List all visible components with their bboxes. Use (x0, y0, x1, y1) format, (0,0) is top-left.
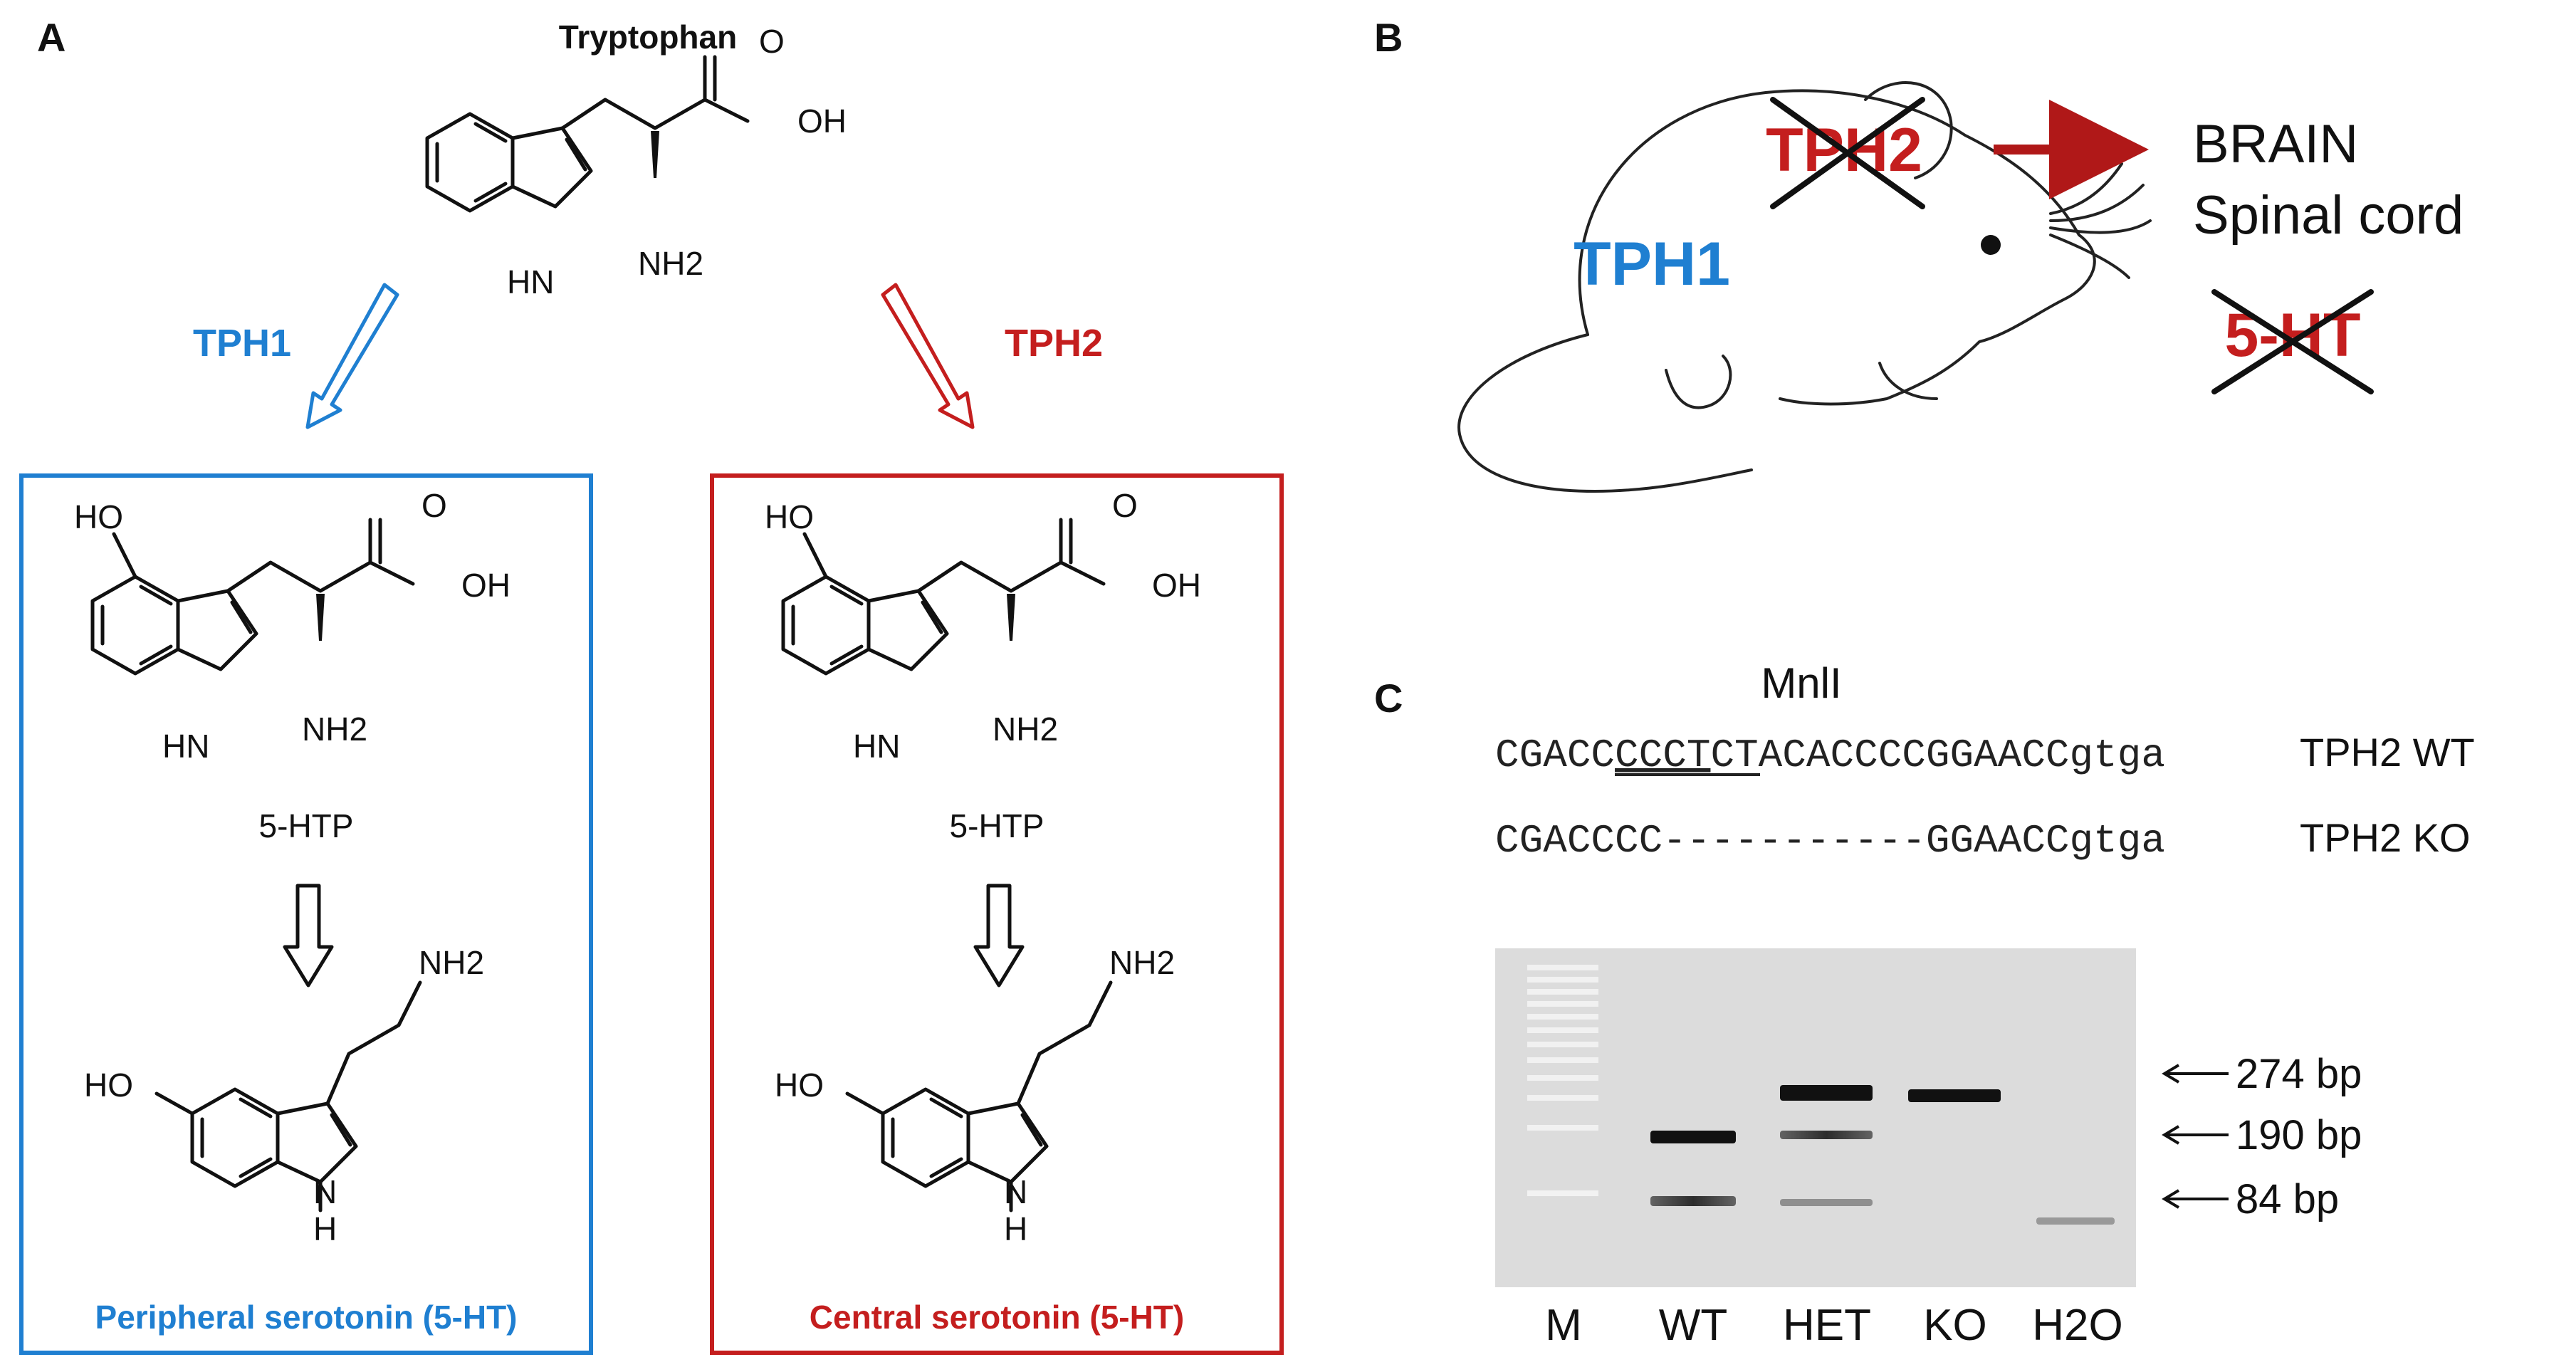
h2o-primer-band (2036, 1217, 2115, 1225)
atom-nh2: NH2 (302, 711, 367, 748)
atom-h: H (313, 1210, 337, 1247)
tph1-mouse-label: TPH1 (1574, 230, 1730, 298)
htp-structure-right (781, 518, 1106, 676)
atom-n: N (1004, 1173, 1027, 1210)
ladder-bands (1527, 965, 1598, 1196)
atom-o: O (422, 487, 447, 524)
central-box (710, 473, 1284, 1355)
htp-structure-left (90, 518, 415, 676)
het-band-274 (1780, 1085, 1873, 1101)
atom-o: O (759, 23, 785, 60)
lane-m: M (1545, 1301, 1582, 1350)
het-band-190 (1780, 1131, 1873, 1139)
down-arrow-left (283, 884, 334, 988)
tph2-arrow (881, 283, 975, 429)
marker-190: 190 bp (2236, 1112, 2362, 1158)
mouse-eye (1981, 235, 2001, 255)
lane-ko: KO (1923, 1301, 1987, 1350)
atom-ho: HO (74, 498, 123, 535)
tryptophan-structure (425, 55, 750, 213)
ht-cross (2211, 289, 2374, 394)
htp-label-right: 5-HTP (950, 807, 1044, 844)
tryptophan-title: Tryptophan (559, 19, 737, 56)
atom-ho: HO (84, 1067, 133, 1104)
lane-h2o: H2O (2032, 1301, 2122, 1350)
central-caption: Central serotonin (5-HT) (810, 1299, 1184, 1336)
panel-b-label: B (1374, 15, 1403, 60)
size-markers: 274 bp 190 bp 84 bp (2162, 1051, 2362, 1222)
atom-nh2: NH2 (993, 711, 1058, 748)
sequence-ko: CGACCCC-----------GGAACCgtga (1495, 818, 2165, 864)
tph2-label: TPH2 (1005, 322, 1103, 365)
peripheral-box (19, 473, 593, 1355)
tph1-arrow (305, 283, 399, 429)
atom-o: O (1112, 487, 1138, 524)
peripheral-caption: Peripheral serotonin (5-HT) (95, 1299, 518, 1336)
atom-nh2: NH2 (419, 944, 484, 981)
atom-ho: HO (775, 1067, 824, 1104)
het-band-84 (1780, 1199, 1873, 1206)
marker-84: 84 bp (2236, 1176, 2339, 1222)
atom-nh2: NH2 (1109, 944, 1175, 981)
spinal-label: Spinal cord (2193, 185, 2464, 246)
atom-ho: HO (765, 498, 814, 535)
mnli-label: MnlI (1761, 659, 1841, 707)
panel-c-label: C (1374, 676, 1403, 721)
gel-image (1495, 948, 2136, 1287)
lane-wt: WT (1659, 1301, 1727, 1350)
atom-oh: OH (797, 103, 847, 140)
wt-band-84 (1650, 1196, 1736, 1206)
tph1-label: TPH1 (193, 322, 291, 365)
panel-a-label: A (37, 15, 66, 60)
serotonin-structure-left (155, 980, 422, 1212)
tph2-cross (1770, 97, 1925, 209)
atom-h: H (1004, 1210, 1027, 1247)
marker-274: 274 bp (2236, 1051, 2362, 1097)
ko-label: TPH2 KO (2300, 815, 2471, 860)
atom-oh: OH (461, 567, 511, 604)
wt-label: TPH2 WT (2300, 730, 2475, 775)
atom-hn: HN (853, 728, 900, 765)
ko-band-274 (1908, 1089, 2001, 1102)
atom-nh2: NH2 (638, 245, 703, 282)
atom-oh: OH (1152, 567, 1201, 604)
serotonin-structure-right (845, 980, 1113, 1212)
lane-het: HET (1783, 1301, 1871, 1350)
atom-hn: HN (507, 263, 554, 300)
atom-hn: HN (162, 728, 209, 765)
brain-label: BRAIN (2193, 114, 2358, 174)
htp-label-left: 5-HTP (259, 807, 354, 844)
atom-n: N (313, 1173, 337, 1210)
wt-band-190 (1650, 1131, 1736, 1143)
sequence-wt: CGACCCCCTCTACACCCCGGAACCgtga (1495, 733, 2165, 778)
down-arrow-right (973, 884, 1025, 988)
